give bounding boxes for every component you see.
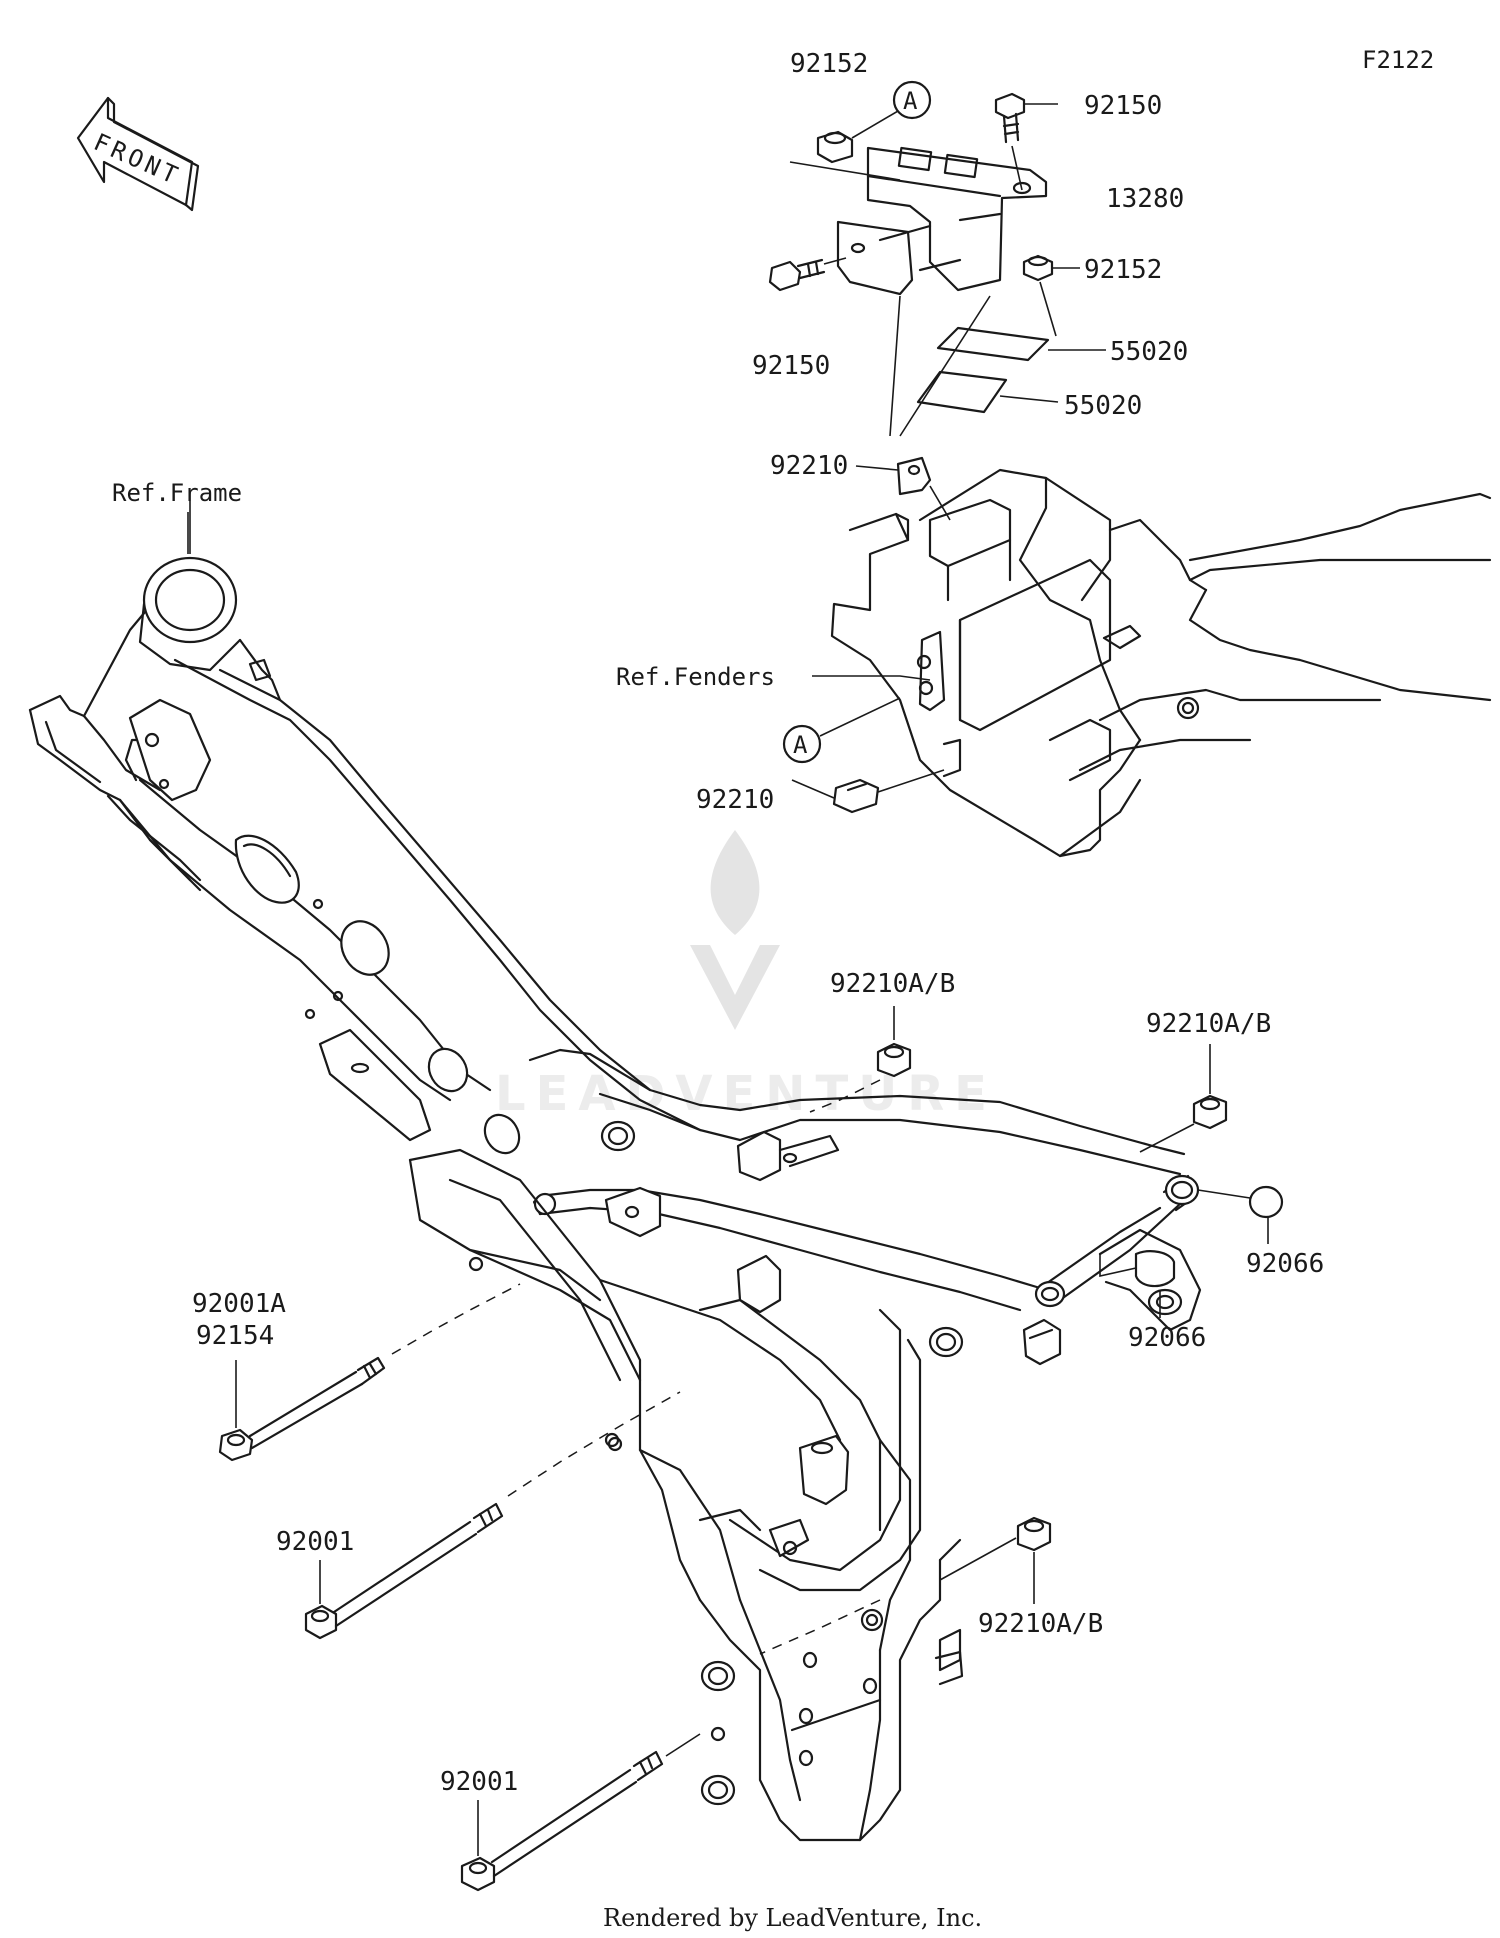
leadventure-watermark: LEADVENTURE [495, 830, 997, 1122]
part-label-92001a: 92001A [192, 1289, 286, 1319]
part-label-92066-lower: 92066 [1128, 1323, 1206, 1353]
front-arrow-icon: FRONT [76, 96, 200, 212]
svg-text:A: A [793, 731, 808, 759]
part-label-55020-b: 55020 [1064, 391, 1142, 421]
part-label-92210-top: 92210 [770, 451, 848, 481]
frame-assembly [28, 512, 1202, 1842]
part-label-92210ab-low: 92210A/B [978, 1609, 1103, 1639]
part-label-92210ab-center: 92210A/B [830, 969, 955, 999]
part-label-92001-low: 92001 [440, 1767, 518, 1797]
part-label-92150-left: 92150 [752, 351, 830, 381]
part-label-92066-right: 92066 [1246, 1249, 1324, 1279]
marker-a-bottom: A [782, 697, 901, 764]
part-label-92154: 92154 [196, 1321, 274, 1351]
watermark-text: LEADVENTURE [495, 1066, 997, 1122]
part-label-92210ab-right: 92210A/B [1146, 1009, 1271, 1039]
marker-a-top: A [892, 80, 932, 120]
part-label-55020-a: 55020 [1110, 337, 1188, 367]
fasteners [218, 1006, 1284, 1892]
svg-text:A: A [903, 87, 918, 115]
part-label-13280: 13280 [1106, 184, 1184, 214]
bracket-assembly [768, 92, 1492, 858]
footer-credit: Rendered by LeadVenture, Inc. [603, 1904, 982, 1932]
part-label-92150-top: 92150 [1084, 91, 1162, 121]
figure-code: F2122 [1362, 46, 1434, 74]
part-label-92152-right: 92152 [1084, 255, 1162, 285]
ref-fenders-label: Ref.Fenders [616, 663, 775, 691]
ref-frame-label: Ref.Frame [112, 479, 242, 507]
part-label-92152-top: 92152 [790, 49, 868, 79]
part-label-92001-mid: 92001 [276, 1527, 354, 1557]
part-label-92210-bottom: 92210 [696, 785, 774, 815]
